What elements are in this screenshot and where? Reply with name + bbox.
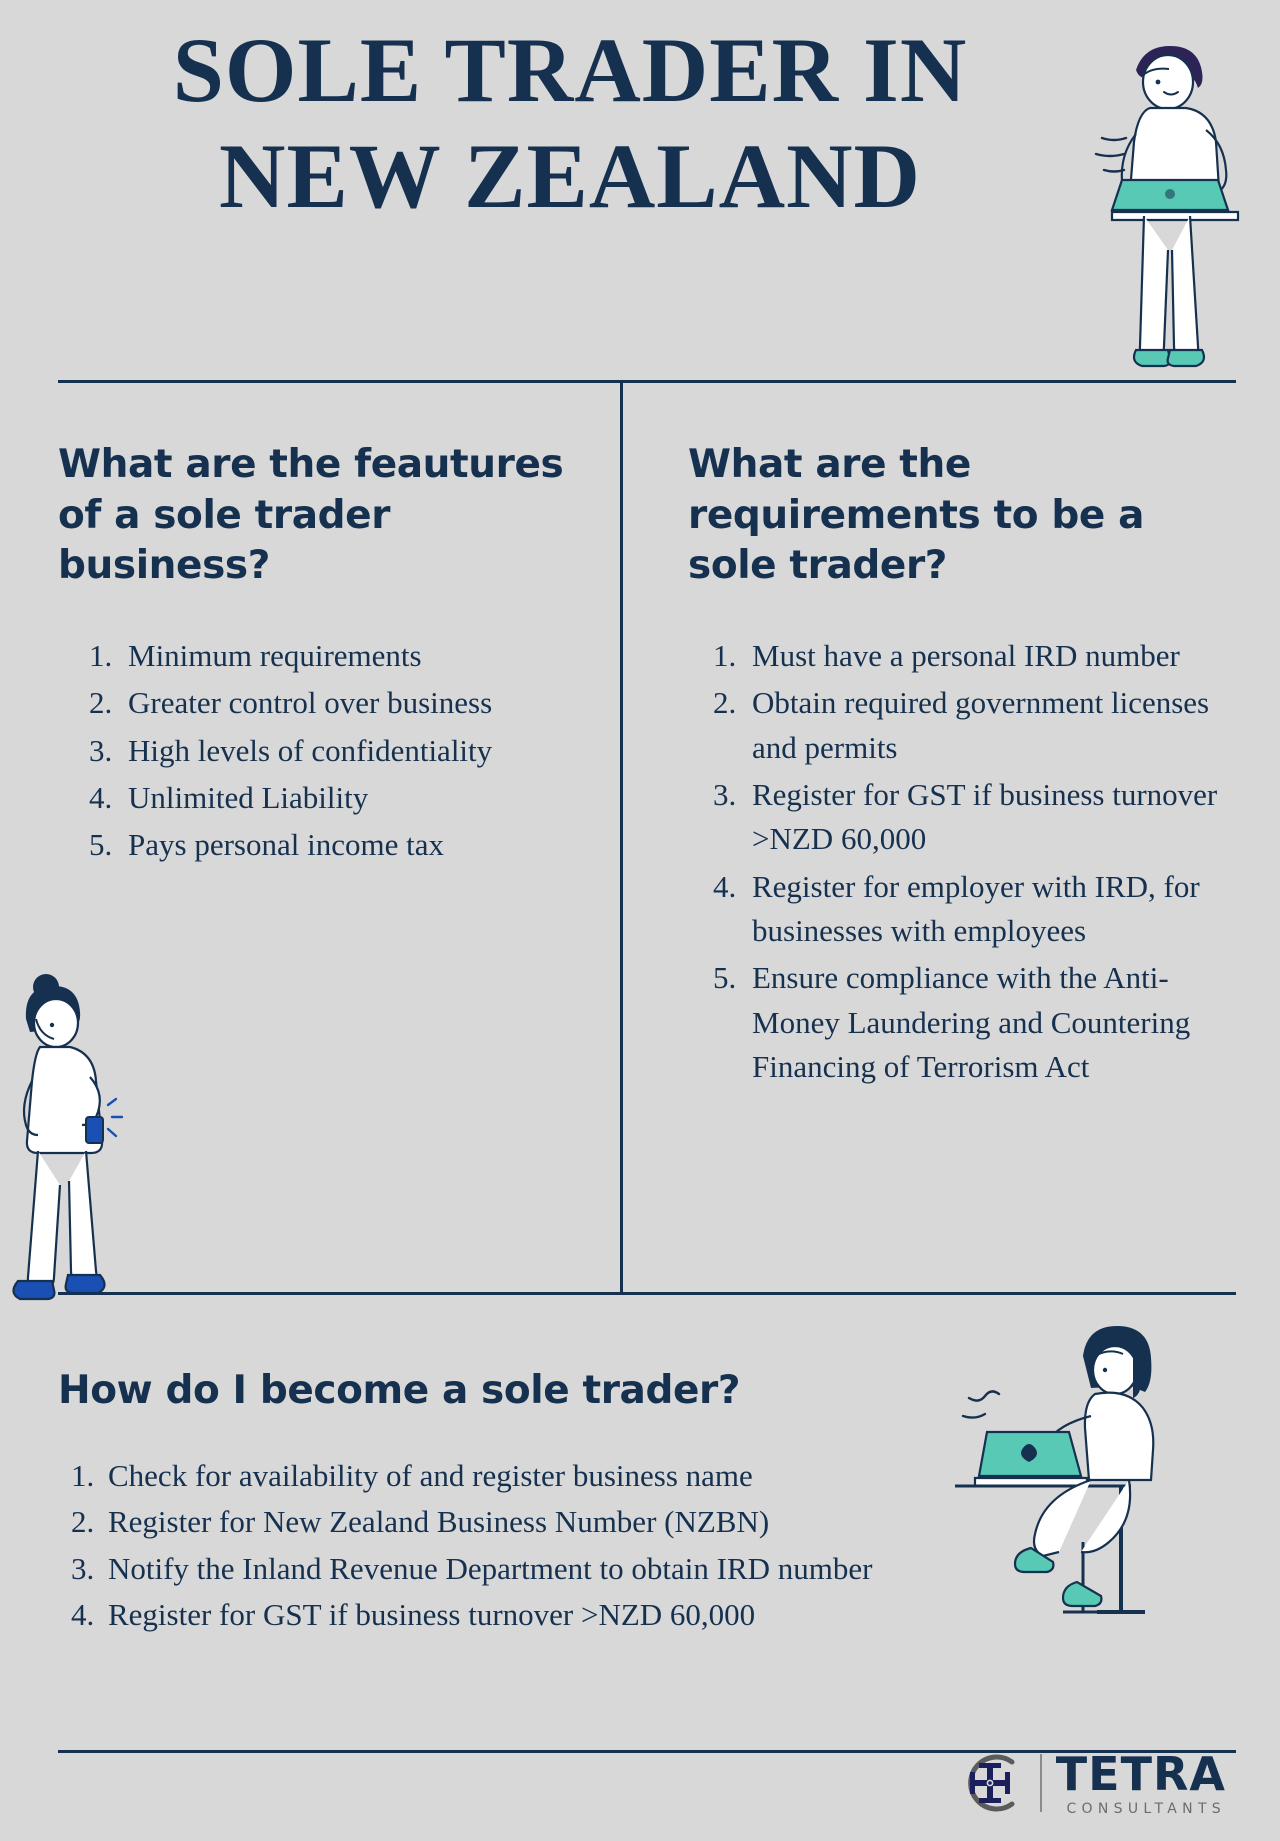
divider-top xyxy=(58,380,1236,383)
requirements-heading: What are the requirements to be a sole t… xyxy=(688,442,1144,589)
logo-subtitle: CONSULTANTS xyxy=(1066,1800,1226,1817)
logo-wordmark: TETRA xyxy=(1055,1746,1226,1801)
features-list: Minimum requirements Greater control ove… xyxy=(58,634,598,868)
list-item: Minimum requirements xyxy=(120,634,598,678)
list-item: High levels of confidentiality xyxy=(120,729,598,773)
person-at-desk-illustration xyxy=(955,1326,1155,1614)
title-block: SOLE TRADER IN NEW ZEALAND xyxy=(60,18,1140,230)
list-item: Register for employer with IRD, for busi… xyxy=(744,865,1236,954)
list-item: Pays personal income tax xyxy=(120,823,598,867)
howto-section: How do I become a sole trader? Check for… xyxy=(58,1368,1078,1639)
divider-bottom xyxy=(58,1750,1236,1753)
list-item: Register for GST if business turnover >N… xyxy=(744,773,1236,862)
features-section: What are the feautures of a sole trader … xyxy=(58,440,598,871)
tetra-consultants-logo: TETRA CONSULTANTS xyxy=(954,1747,1226,1819)
logo-separator xyxy=(1039,1754,1042,1812)
list-item: Register for New Zealand Business Number… xyxy=(102,1499,1078,1546)
list-item: Must have a personal IRD number xyxy=(744,634,1236,678)
features-heading: What are the feautures of a sole trader … xyxy=(58,442,564,589)
howto-heading: How do I become a sole trader? xyxy=(58,1368,741,1413)
title-line-1: SOLE TRADER IN xyxy=(172,19,968,121)
tetra-logo-mark-icon xyxy=(968,1754,1015,1812)
requirements-section: What are the requirements to be a sole t… xyxy=(688,440,1236,1092)
title-line-2: NEW ZEALAND xyxy=(219,124,921,227)
list-item: Notify the Inland Revenue Department to … xyxy=(102,1546,1078,1593)
divider-middle xyxy=(58,1292,1236,1295)
standing-person-with-laptop-illustration xyxy=(1094,46,1240,368)
list-item: Obtain required government licenses and … xyxy=(744,681,1236,770)
page-title: SOLE TRADER IN NEW ZEALAND xyxy=(60,18,1140,230)
divider-vertical xyxy=(620,382,623,1292)
list-item: Unlimited Liability xyxy=(120,776,598,820)
walking-person-with-phone-illustration xyxy=(12,974,124,1301)
requirements-list: Must have a personal IRD number Obtain r… xyxy=(688,634,1236,1089)
list-item: Ensure compliance with the Anti-Money La… xyxy=(744,956,1236,1089)
logo-text: TETRA CONSULTANTS xyxy=(1056,1751,1226,1816)
list-item: Greater control over business xyxy=(120,681,598,725)
howto-list: Check for availability of and register b… xyxy=(58,1453,1078,1639)
list-item: Register for GST if business turnover >N… xyxy=(102,1592,1078,1639)
list-item: Check for availability of and register b… xyxy=(102,1453,1078,1500)
